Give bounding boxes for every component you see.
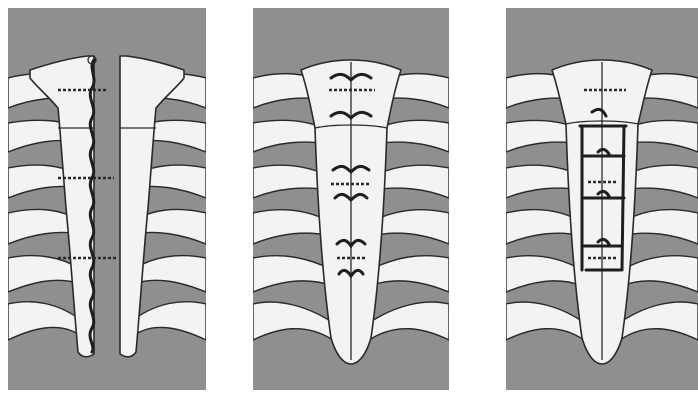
panel-background xyxy=(8,8,206,390)
panel-right-circumferential-band-wires xyxy=(506,8,698,390)
panel-left-parasternal-weave xyxy=(8,8,206,390)
panel-middle-figure-of-eight-wires xyxy=(253,8,449,390)
